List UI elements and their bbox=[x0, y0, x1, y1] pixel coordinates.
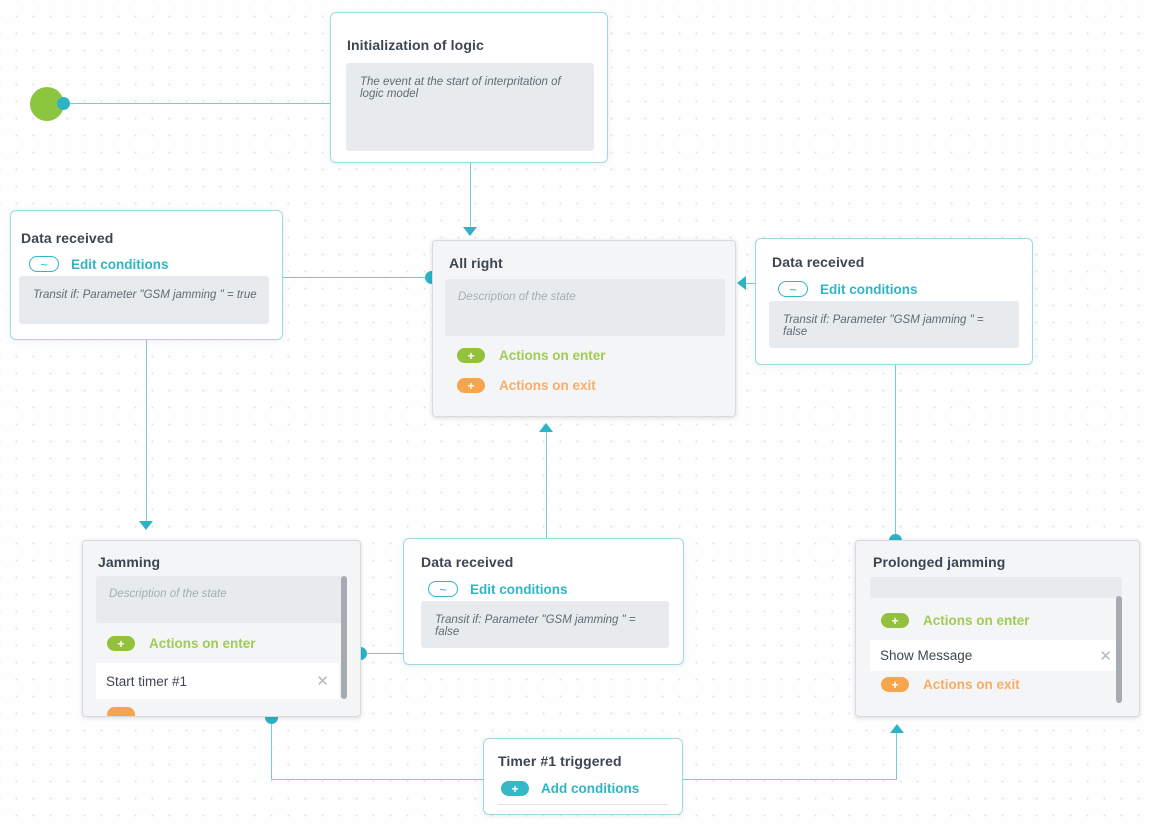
close-icon[interactable]: ✕ bbox=[316, 673, 329, 690]
plus-icon: + bbox=[107, 636, 135, 651]
description-placeholder: Description of the state bbox=[458, 291, 576, 303]
plus-icon: + bbox=[457, 378, 485, 393]
node-title: Data received bbox=[21, 230, 114, 246]
state-description-input[interactable]: Description of the state bbox=[96, 576, 346, 623]
edit-conditions-label: Edit conditions bbox=[470, 581, 568, 597]
action-item-start-timer[interactable]: Start timer #1 ✕ bbox=[96, 663, 339, 699]
connector-condleft-to-jamming bbox=[146, 340, 147, 521]
condition-text: Transit if: Parameter "GSM jamming " = f… bbox=[435, 614, 636, 638]
node-title: Jamming bbox=[98, 554, 161, 570]
connector-condleft-to-allright bbox=[283, 277, 432, 278]
action-item-show-message[interactable]: Show Message ✕ bbox=[870, 640, 1122, 671]
event-description: The event at the start of interpritation… bbox=[346, 63, 594, 151]
actions-on-enter-label: Actions on enter bbox=[923, 613, 1030, 628]
actions-on-exit-button[interactable]: + Actions on exit bbox=[457, 378, 596, 393]
connector-timer-to-prolonged bbox=[896, 733, 897, 779]
description-placeholder: Description of the state bbox=[109, 588, 227, 600]
condition-summary: Transit if: Parameter "GSM jamming " = f… bbox=[769, 301, 1019, 348]
node-data-received-bottom[interactable]: Data received ~ Edit conditions Transit … bbox=[403, 538, 684, 665]
connector-init-to-allright bbox=[470, 163, 471, 227]
node-data-received-right[interactable]: Data received ~ Edit conditions Transit … bbox=[755, 238, 1033, 365]
edit-conditions-label: Edit conditions bbox=[820, 281, 918, 297]
arrow-up-icon bbox=[890, 724, 904, 733]
state-description-input[interactable] bbox=[870, 577, 1122, 598]
condition-summary: Transit if: Parameter "GSM jamming " = t… bbox=[19, 276, 269, 324]
condition-text: Transit if: Parameter "GSM jamming " = f… bbox=[783, 314, 984, 338]
actions-on-enter-label: Actions on enter bbox=[149, 636, 256, 651]
actions-on-exit-button[interactable]: + Actions on exit bbox=[881, 677, 1020, 692]
node-initialization-of-logic[interactable]: Initialization of logic The event at the… bbox=[330, 12, 608, 163]
actions-on-exit-label: Actions on exit bbox=[499, 378, 596, 393]
add-conditions-label: Add conditions bbox=[541, 781, 640, 796]
scrollbar[interactable] bbox=[341, 576, 347, 699]
state-description-input[interactable]: Description of the state bbox=[445, 279, 725, 336]
edit-conditions-button[interactable]: ~ Edit conditions bbox=[778, 281, 918, 297]
connector-handle-dot[interactable] bbox=[57, 97, 70, 110]
node-state-all-right[interactable]: All right Description of the state + Act… bbox=[432, 240, 736, 417]
actions-on-enter-button[interactable]: + Actions on enter bbox=[107, 636, 256, 651]
actions-on-enter-button[interactable]: + Actions on enter bbox=[457, 348, 606, 363]
plus-icon: + bbox=[457, 348, 485, 363]
node-title: Prolonged jamming bbox=[873, 554, 1006, 570]
action-item-label: Start timer #1 bbox=[106, 673, 188, 689]
arrow-left-icon bbox=[737, 276, 746, 290]
plus-icon: + bbox=[881, 613, 909, 628]
arrow-down-icon bbox=[139, 521, 153, 530]
plus-icon: + bbox=[501, 781, 529, 796]
connector-jamming-to-timer bbox=[271, 779, 483, 780]
node-state-jamming[interactable]: Jamming Description of the state + Actio… bbox=[82, 540, 361, 717]
actions-on-enter-label: Actions on enter bbox=[499, 348, 606, 363]
node-title: Timer #1 triggered bbox=[498, 753, 622, 769]
connector-timer-to-prolonged bbox=[683, 779, 897, 780]
node-data-received-left[interactable]: Data received ~ Edit conditions Transit … bbox=[10, 210, 283, 340]
connector-condright-to-allright bbox=[746, 283, 755, 284]
tilde-icon: ~ bbox=[778, 281, 808, 297]
connector-jamming-to-condbottom bbox=[367, 653, 403, 654]
condition-summary: Transit if: Parameter "GSM jamming " = f… bbox=[421, 601, 669, 648]
add-conditions-button[interactable]: + Add conditions bbox=[501, 781, 639, 796]
actions-on-exit-label: Actions on exit bbox=[923, 677, 1020, 692]
tilde-icon: ~ bbox=[29, 256, 59, 272]
node-state-prolonged-jamming[interactable]: Prolonged jamming + Actions on enter Sho… bbox=[855, 540, 1140, 717]
node-title: All right bbox=[449, 255, 503, 271]
event-description-text: The event at the start of interpritation… bbox=[360, 76, 561, 100]
connector-condbottom-to-allright bbox=[546, 432, 547, 538]
arrow-down-icon bbox=[463, 227, 477, 236]
divider bbox=[498, 804, 668, 805]
node-title: Initialization of logic bbox=[347, 37, 484, 53]
arrow-up-icon bbox=[539, 423, 553, 432]
plus-icon bbox=[107, 707, 135, 716]
plus-icon: + bbox=[881, 677, 909, 692]
edit-conditions-button[interactable]: ~ Edit conditions bbox=[428, 581, 568, 597]
close-icon[interactable]: ✕ bbox=[1099, 647, 1112, 665]
node-title: Data received bbox=[772, 254, 865, 270]
node-timer-triggered[interactable]: Timer #1 triggered + Add conditions bbox=[483, 738, 683, 815]
tilde-icon: ~ bbox=[428, 581, 458, 597]
connector-start-to-init bbox=[64, 103, 330, 104]
connector-jamming-to-timer bbox=[271, 717, 272, 779]
actions-on-enter-button[interactable]: + Actions on enter bbox=[881, 613, 1030, 628]
action-item-label: Show Message bbox=[880, 648, 973, 663]
edit-conditions-label: Edit conditions bbox=[71, 256, 169, 272]
condition-text: Transit if: Parameter "GSM jamming " = t… bbox=[33, 289, 257, 301]
scrollbar[interactable] bbox=[1116, 596, 1122, 703]
connector-condright-to-prolonged bbox=[895, 365, 896, 540]
edit-conditions-button[interactable]: ~ Edit conditions bbox=[29, 256, 169, 272]
node-title: Data received bbox=[421, 554, 514, 570]
